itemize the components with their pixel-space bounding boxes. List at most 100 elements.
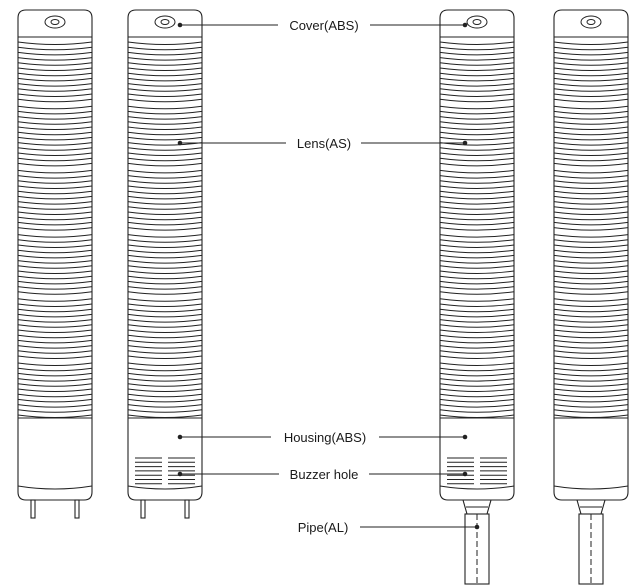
tower-2-lens-rib [127,62,203,66]
tower-3-lens-rib [439,329,515,333]
tower-3-lens-rib [439,105,515,110]
tower-3-lens-rib [439,98,515,103]
tower-2-lens-rib [127,350,203,354]
tower-2-lens-rib [127,169,203,174]
tower-4-lens-rib [553,308,629,313]
tower-2-pin [140,499,146,519]
tower-4-lens-rib [553,388,629,392]
tower-2-lens-rib [127,388,203,392]
tower-4-lens-rib [553,51,629,56]
tower-3-lens-rib [439,334,515,339]
tower-1-lens-rib [17,142,93,146]
tower-2-lens-rib [127,206,203,210]
tower-2-lens-rib [127,303,203,307]
tower-1-lens-rib [17,185,93,189]
tower-1-lens-rib [17,286,93,290]
tower-1-lens-rib [17,239,93,243]
tower-4 [553,9,629,585]
tower-1-lens-rib [17,72,93,77]
tower-4-lens-rib [553,195,629,200]
tower-1-lens-rib [17,308,93,313]
tower-3-lens-rib [439,345,515,349]
tower-2-lens-rib [127,298,203,302]
tower-drawings [17,9,629,585]
tower-1-lens-rib [17,298,93,302]
tower-2-lens-rib [127,265,203,269]
tower-3-lens-rib [439,110,515,115]
tower-4-lens-rib [553,275,629,280]
lens-dot-left [177,140,183,146]
tower-3-lens-rib [439,378,515,382]
tower-2-lens-rib [127,105,203,110]
tower-1-lens-rib [17,409,93,413]
tower-3-lens-rib [439,93,515,97]
tower-3-lens-rib [439,175,515,179]
tower-1-lens-rib [17,280,93,285]
tower-2-lens-rib [127,195,203,200]
tower-3-lens-rib [439,147,515,151]
tower-3 [439,9,515,585]
tower-1-lens-rib [17,329,93,333]
tower-4-lens-rib [553,211,629,215]
tower-4-lens-rib [553,265,629,269]
pipe-label: Pipe(AL) [298,520,349,535]
tower-3-lens-rib [439,372,515,377]
tower-4-lens-rib [553,367,629,372]
tower-3-lens-rib [439,350,515,354]
leader-lines [177,22,480,530]
tower-4-lens-rib [553,244,629,248]
tower-2-lens-rib [127,116,203,120]
tower-4-lens-rib [553,324,629,328]
cover-label: Cover(ABS) [289,18,358,33]
tower-2-lens-rib [127,180,203,184]
tower-2-lens-rib [127,383,203,387]
tower-4-lens-rib [553,319,629,323]
tower-2-lens-rib [127,286,203,290]
tower-1-lens-rib [17,180,93,184]
tower-4-lens-rib [553,286,629,290]
tower-3-lens-rib [439,72,515,77]
tower-3-lens-rib [439,319,515,323]
tower-1-lens-rib [17,98,93,103]
tower-2-lens-rib [127,72,203,77]
tower-2-base-ring [127,485,203,490]
tower-4-lens-rib [553,383,629,387]
tower-2-lens-rib [127,77,203,82]
tower-4-cap-ring [580,15,602,29]
tower-1-lens-rib [17,190,93,195]
buzzer-dot-right [462,471,468,477]
tower-3-lens-rib [439,383,515,387]
tower-1-lens-rib [17,195,93,200]
tower-2-lens-rib [127,398,203,403]
tower-1-lens-rib [17,372,93,377]
tower-4-lens-rib [553,216,629,221]
tower-1-lens-rib [17,303,93,307]
tower-3-lens-rib [439,162,515,167]
tower-1-lens-rib [17,350,93,354]
tower-1-lens-rib [17,121,93,125]
tower-2-lens-rib [127,308,203,313]
tower-1-pin [30,499,36,519]
tower-3-lens-rib [439,339,515,344]
tower-1-lens-rib [17,334,93,339]
tower-1-lens-rib [17,324,93,328]
tower-2-lens-rib [127,152,203,156]
tower-4-lens-rib [553,414,629,418]
tower-1-lens-rib [17,88,93,92]
pipe-dot [474,524,480,530]
tower-4-lens-rib [553,126,629,130]
tower-4-lens-rib [553,313,629,318]
tower-1-lens-rib [17,275,93,280]
tower-2-lens-rib [127,324,203,328]
tower-2-lens-rib [127,46,203,51]
tower-2-lens-rib [127,147,203,151]
tower-3-lens-rib [439,227,515,231]
tower-3-lens-rib [439,254,515,259]
tower-4-lens-rib [553,339,629,344]
tower-4-cap-hole [586,19,596,25]
tower-3-lens-rib [439,67,515,71]
tower-2-lens-rib [127,414,203,418]
tower-4-lens-rib [553,239,629,243]
buzzer-label: Buzzer hole [290,467,359,482]
tower-3-lens-rib [439,270,515,274]
